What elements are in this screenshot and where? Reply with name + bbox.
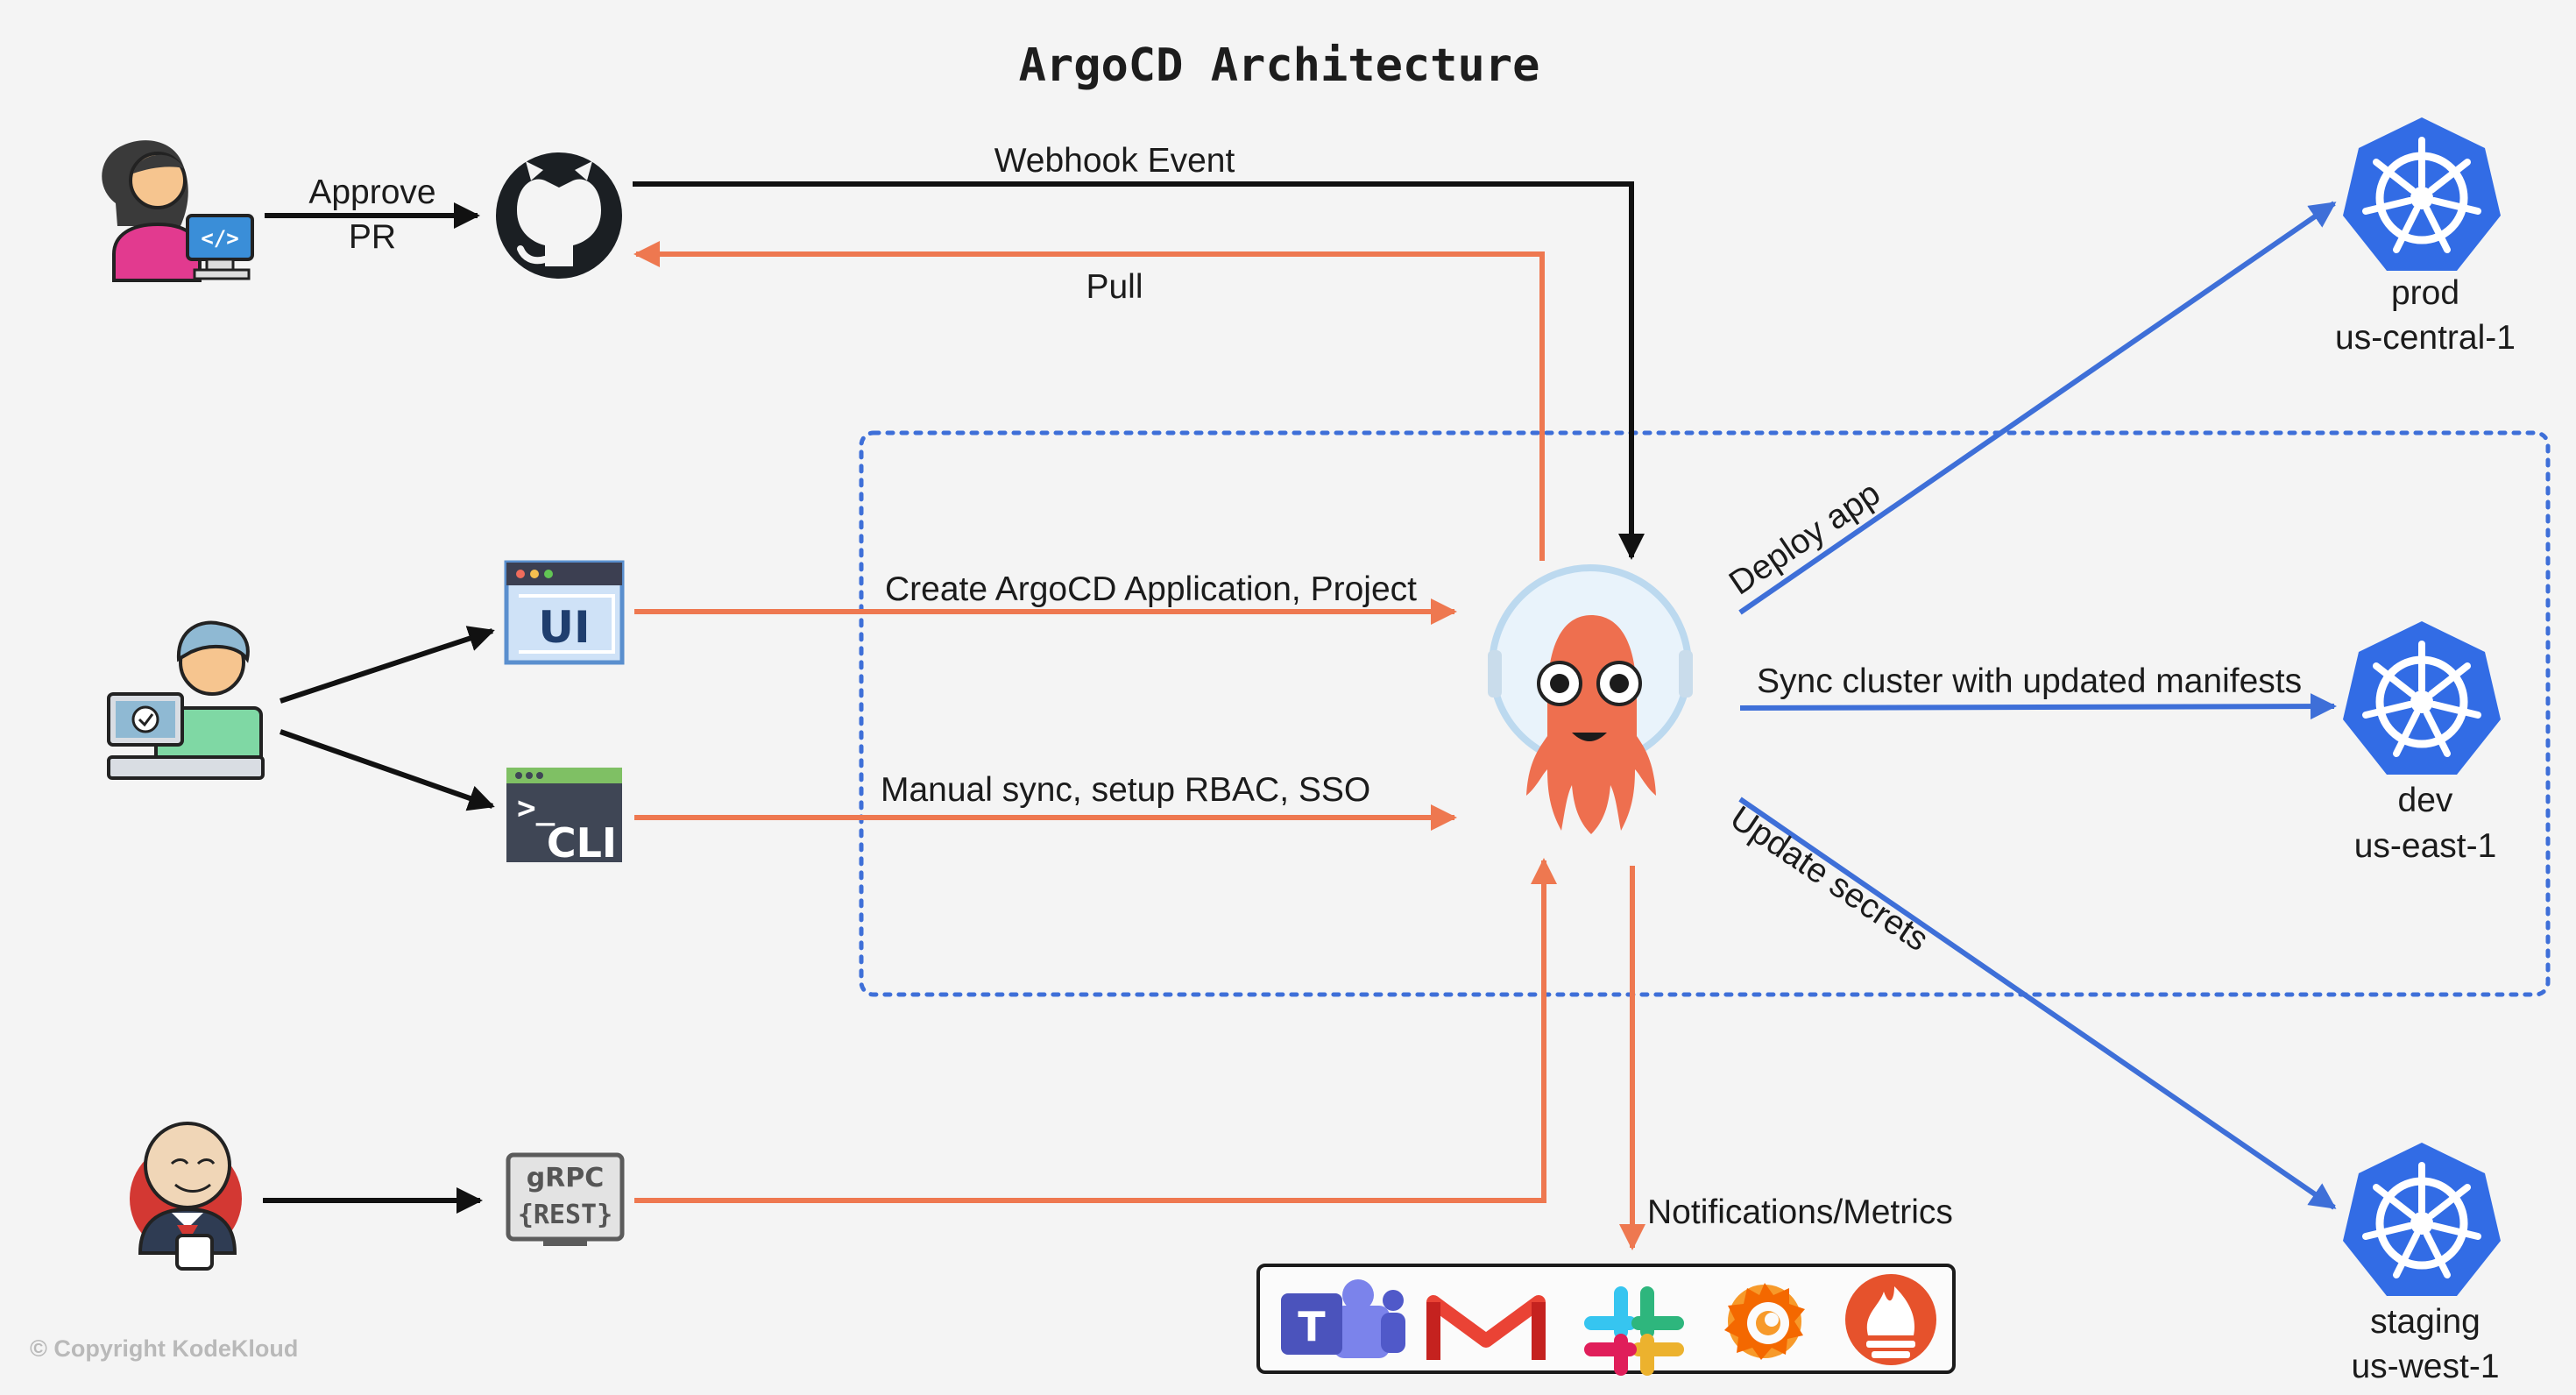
operator-avatar-icon (107, 620, 265, 780)
pr-label: PR (349, 218, 396, 256)
slack-icon (1584, 1286, 1684, 1376)
update-secrets-arrow (1738, 797, 2337, 1210)
cluster-env-label: dev (2398, 782, 2453, 819)
cli-prompt-glyph: >_ (517, 790, 556, 826)
rest-label: {REST} (518, 1200, 612, 1230)
sync-cluster-label: Sync cluster with updated manifests (1757, 662, 2302, 700)
cluster-region-label: us-east-1 (2354, 827, 2497, 865)
jenkins-icon (130, 1122, 242, 1271)
argocd-cli-tool: >_ CLI (506, 768, 622, 867)
approve-label: Approve (308, 173, 435, 211)
developer-avatar-icon: </> (102, 140, 254, 282)
pull-arrow (633, 241, 1545, 561)
gmail-icon (1426, 1295, 1546, 1360)
grpc-to-argocd-arrow (634, 858, 1557, 1203)
cluster-region-label: us-central-1 (2335, 319, 2516, 357)
user-to-cli-arrow (280, 729, 495, 811)
github-icon (496, 152, 622, 279)
teams-glyph: T (1298, 1303, 1326, 1350)
page-title: ArgoCD Architecture (1019, 39, 1540, 92)
cli-label: CLI (547, 819, 617, 867)
kubernetes-icon (2343, 1143, 2501, 1296)
cluster-env-label: prod (2391, 274, 2459, 312)
grpc-rest-api-tool: gRPC {REST} (506, 1152, 625, 1246)
svg-text:</>: </> (201, 226, 238, 251)
ui-label: UI (538, 602, 590, 653)
create-application-label: Create ArgoCD Application, Project (885, 570, 1417, 608)
notifications-integrations-box: T (1256, 1264, 1956, 1376)
webhook-event-arrow (633, 181, 1645, 560)
prometheus-icon (1845, 1274, 1936, 1365)
teams-icon: T (1281, 1279, 1405, 1358)
sync-cluster-arrow (1739, 693, 2337, 720)
k8s-prod-cluster: prod us-central-1 (2335, 117, 2516, 357)
k8s-dev-cluster: dev us-east-1 (2343, 621, 2501, 865)
notifications-label: Notifications/Metrics (1647, 1193, 1953, 1231)
k8s-staging-cluster: staging us-west-1 (2343, 1143, 2501, 1385)
deploy-app-arrow (1738, 201, 2337, 615)
copyright-watermark: © Copyright KodeKloud (30, 1335, 298, 1362)
update-secrets-label: Update secrets (1723, 799, 1936, 959)
user-to-ui-arrow (280, 626, 495, 704)
argocd-ui-tool: UI (504, 560, 625, 665)
manual-sync-label: Manual sync, setup RBAC, SSO (881, 771, 1370, 809)
cluster-region-label: us-west-1 (2351, 1348, 2499, 1385)
kubernetes-icon (2343, 117, 2501, 271)
argocd-mascot-icon (1488, 564, 1693, 834)
cluster-env-label: staging (2370, 1303, 2480, 1341)
webhook-event-label: Webhook Event (994, 142, 1235, 180)
argocd-cluster-boundary (859, 430, 2551, 997)
pull-label: Pull (1086, 268, 1143, 306)
deploy-app-label: Deploy app (1723, 474, 1887, 602)
grpc-label: gRPC (527, 1163, 605, 1193)
grafana-icon (1724, 1283, 1805, 1360)
kubernetes-icon (2343, 621, 2501, 775)
